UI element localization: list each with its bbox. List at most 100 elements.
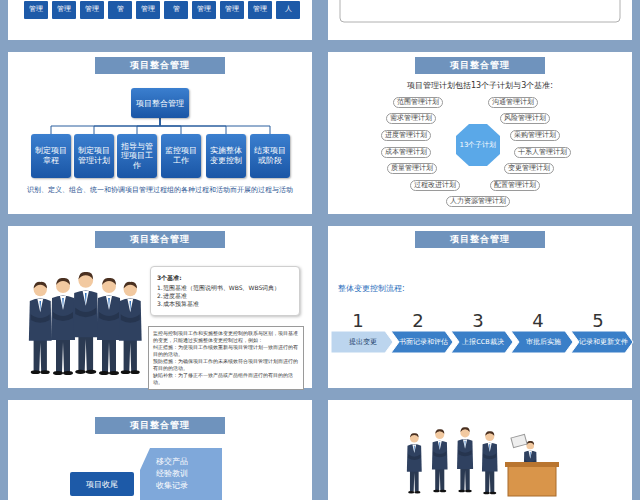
node-text: 质量管理计划 (391, 165, 433, 172)
node-text: 配置管理计划 (494, 182, 536, 189)
process-box: 项目收尾 (70, 472, 134, 496)
node-body-text: 收集记录 (156, 480, 188, 492)
node-text: 人 (285, 6, 292, 14)
node-text: 项目整合管理 (130, 419, 190, 432)
node-text: 项目整合管理 (450, 233, 510, 246)
node-body-text: 预防措施：为确保项目工作的未来绩效符合项目管理计划而进行的有目的的活动。 (153, 358, 299, 371)
callout-number: 1 (351, 310, 365, 331)
node-text: 13个子计划 (460, 140, 497, 150)
callout-number: 2 (411, 310, 425, 331)
process-box: 管 (108, 1, 132, 19)
tree-connector (51, 118, 160, 134)
node-text: 采购管理计划 (514, 132, 556, 139)
node-text: 项目收尾 (86, 479, 118, 490)
desk (508, 466, 556, 496)
process-box: 人 (276, 1, 300, 19)
plan-pill: 风险管理计划 (500, 113, 550, 124)
node-text: 制定项目管理计划 (76, 146, 112, 165)
process-box: 管理 (80, 1, 104, 19)
node-text: 管理 (57, 6, 71, 14)
node-text: 管理 (29, 6, 43, 14)
node-body-text: 1.范围基准（范围说明书、WBS、WBS词典） (157, 284, 280, 292)
node-text: 上报CCB裁决 (462, 338, 504, 347)
plan-pill: 变更管理计划 (504, 163, 554, 174)
node-text: 项目整合管理 (450, 59, 510, 72)
process-box: 管理 (52, 1, 76, 19)
node-body-text: 经验教训 (156, 468, 188, 480)
node-text: 记录和更新文件 (579, 338, 628, 347)
plan-pill: 范围管理计划 (393, 97, 443, 108)
node-text: 提出变更 (349, 338, 377, 347)
node-body-text: 纠正措施：为使项目工作绩效重新与项目管理计划一致而进行的有目的的活动。 (153, 344, 299, 357)
title-bar: 项目整合管理 (415, 57, 545, 74)
plan-pill: 需求管理计划 (386, 113, 436, 124)
node-text: 实施整体变更控制 (208, 146, 244, 165)
plan-pill: 进度管理计划 (381, 130, 431, 141)
process-box: 监控项目工作 (161, 134, 201, 178)
node-text: 干系人管理计划 (518, 149, 567, 156)
step-chevron: 书面记录和评估 (391, 331, 453, 353)
process-box: 实施整体变更控制 (206, 134, 246, 178)
title-bar: 项目整合管理 (95, 417, 225, 434)
tree-connector (94, 118, 160, 134)
caption-text: 识别、定义、组合、统一和协调项目管理过程组的各种过程和活动而开展的过程与活动 (24, 186, 296, 194)
caption-text: 项目管理计划包括13个子计划与3个基准: (390, 80, 570, 91)
node-text: 项目整合管理 (136, 98, 184, 109)
node-text: 需求管理计划 (390, 115, 432, 122)
plan-pill: 干系人管理计划 (514, 147, 571, 158)
process-box: 管 (164, 1, 188, 19)
callout-number: 4 (531, 310, 545, 331)
process-box: 制定项目章程 (31, 134, 71, 178)
slide (328, 226, 632, 388)
chevron-shape (331, 331, 393, 353)
arrow-panel-shape (140, 448, 222, 500)
node-text: 管 (173, 6, 180, 14)
node-text: 管理 (141, 6, 155, 14)
plan-pill: 采购管理计划 (510, 130, 560, 141)
process-box: 管理 (136, 1, 160, 19)
process-box: 制定项目管理计划 (74, 134, 114, 178)
step-chevron: 上报CCB裁决 (451, 331, 513, 353)
caption-text: 整体变更控制流程: (338, 283, 458, 294)
node-text: 管理 (197, 6, 211, 14)
people-illustration (29, 272, 142, 375)
title-bar: 项目整合管理 (415, 231, 545, 248)
node-text: 管理 (253, 6, 267, 14)
tree-connector (160, 118, 270, 134)
node-text: 项目整合管理 (130, 233, 190, 246)
callout-number: 5 (591, 310, 605, 331)
plan-pill: 成本管理计划 (381, 147, 431, 158)
node-text: 变更管理计划 (508, 165, 550, 172)
arrow-panel: 移交产品经验教训收集记录 (140, 448, 222, 500)
panel-outline (340, 0, 620, 22)
desk-top (505, 462, 559, 467)
node-text: 进度管理计划 (385, 132, 427, 139)
process-box: 指导与管理项目工作 (117, 134, 157, 178)
note-box: 监控与控制项目工作和实施整体变更控制的联系与区别，项目基准的变更，只能通过实施整… (148, 326, 304, 390)
node-text: 沟通管理计划 (492, 99, 534, 106)
node-text: 过程改进计划 (414, 182, 456, 189)
node-text: 书面记录和评估 (399, 338, 448, 347)
title-bar: 项目整合管理 (95, 57, 225, 74)
plan-pill: 过程改进计划 (410, 180, 460, 191)
node-body-text: 3.成本预算基准 (157, 300, 199, 308)
node-text: 管理 (85, 6, 99, 14)
node-text: 成本管理计划 (385, 149, 427, 156)
step-chevron: 审批后实施 (511, 331, 573, 353)
node-text: 风险管理计划 (504, 115, 546, 122)
node-body-text: 缺陷补救：为了修正不一致产品或产品组件而进行的有目的的活动。 (153, 372, 299, 385)
node-text: 管理 (225, 6, 239, 14)
node-text: 3个基准: (157, 274, 182, 282)
chevron-shape (511, 331, 573, 353)
chevron-shape (391, 331, 453, 353)
process-box: 结束项目或阶段 (250, 134, 290, 178)
slide (328, 400, 632, 500)
chevron-shape (451, 331, 513, 353)
note-box: 3个基准:1.范围基准（范围说明书、WBS、WBS词典）2.进度基准3.成本预算… (150, 266, 300, 316)
node-text: 结束项目或阶段 (252, 146, 288, 165)
title-bar: 项目整合管理 (95, 231, 225, 248)
node-text: 范围管理计划 (397, 99, 439, 106)
chevron-shape (571, 331, 633, 353)
center-octagon: 13个子计划 (456, 124, 500, 166)
